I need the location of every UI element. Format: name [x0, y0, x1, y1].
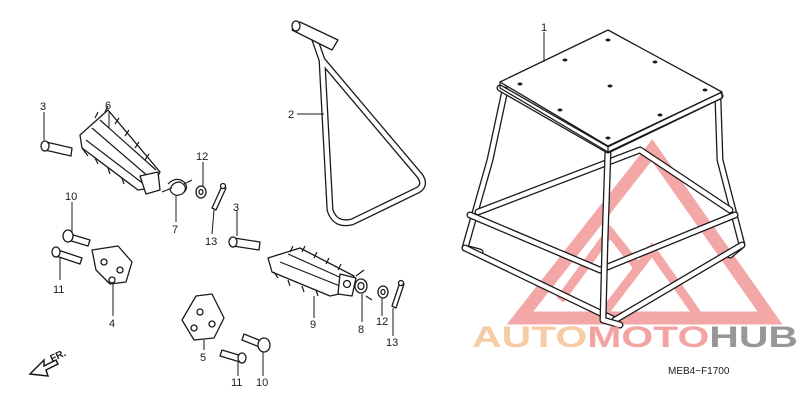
front-label: FR. — [49, 348, 68, 365]
stand-top-plate — [499, 29, 723, 153]
front-arrow-icon — [28, 358, 60, 377]
callout-10-right: 10 — [256, 377, 268, 389]
washer-12-right — [377, 285, 389, 299]
front-direction-indicator: FR. — [28, 348, 68, 377]
callout-13-right: 13 — [386, 337, 398, 349]
callout-4: 4 — [109, 318, 115, 330]
callout-7: 7 — [172, 224, 178, 236]
spring-7-left — [161, 178, 193, 196]
lift-handle — [291, 20, 427, 227]
callout-9: 9 — [310, 319, 316, 331]
leader-lines — [43, 32, 545, 376]
pin-13-left — [211, 182, 227, 211]
callout-11-right: 11 — [231, 377, 242, 389]
callout-11-left: 11 — [53, 284, 64, 296]
callout-2: 2 — [288, 109, 294, 121]
callout-numbers: 1 2 3 6 10 11 4 7 12 13 3 9 8 12 13 5 11… — [40, 22, 547, 389]
bolt-11-left — [51, 246, 83, 265]
spring-8-right — [354, 269, 373, 301]
bolt-10-right — [241, 333, 271, 353]
bracket-4-left — [91, 245, 133, 285]
bolt-10-left — [62, 229, 91, 247]
callout-10-left: 10 — [65, 191, 77, 203]
callout-6: 6 — [105, 100, 111, 112]
diagram-code: MEB4−F1700 — [668, 366, 730, 377]
callout-3-left: 3 — [40, 101, 46, 113]
washer-12-left — [195, 185, 207, 199]
bolt-3-left — [40, 140, 73, 157]
callout-1: 1 — [541, 22, 547, 34]
watermark-moto: MOTO — [587, 321, 709, 354]
callout-3-right: 3 — [233, 202, 239, 214]
footpeg-left — [79, 105, 161, 195]
bracket-5-right — [181, 293, 225, 341]
bolt-3-right — [228, 236, 261, 251]
callout-13-left: 13 — [205, 236, 217, 248]
callout-12-right: 12 — [376, 316, 388, 328]
watermark-auto: AUTO — [472, 321, 587, 354]
callout-12-left: 12 — [196, 151, 208, 163]
watermark-hub: HUB — [709, 321, 798, 354]
callout-8: 8 — [358, 324, 364, 336]
bolt-11-right — [219, 349, 247, 364]
callout-5: 5 — [200, 352, 206, 364]
pin-13-right — [391, 279, 405, 309]
footpeg-right — [267, 245, 357, 297]
